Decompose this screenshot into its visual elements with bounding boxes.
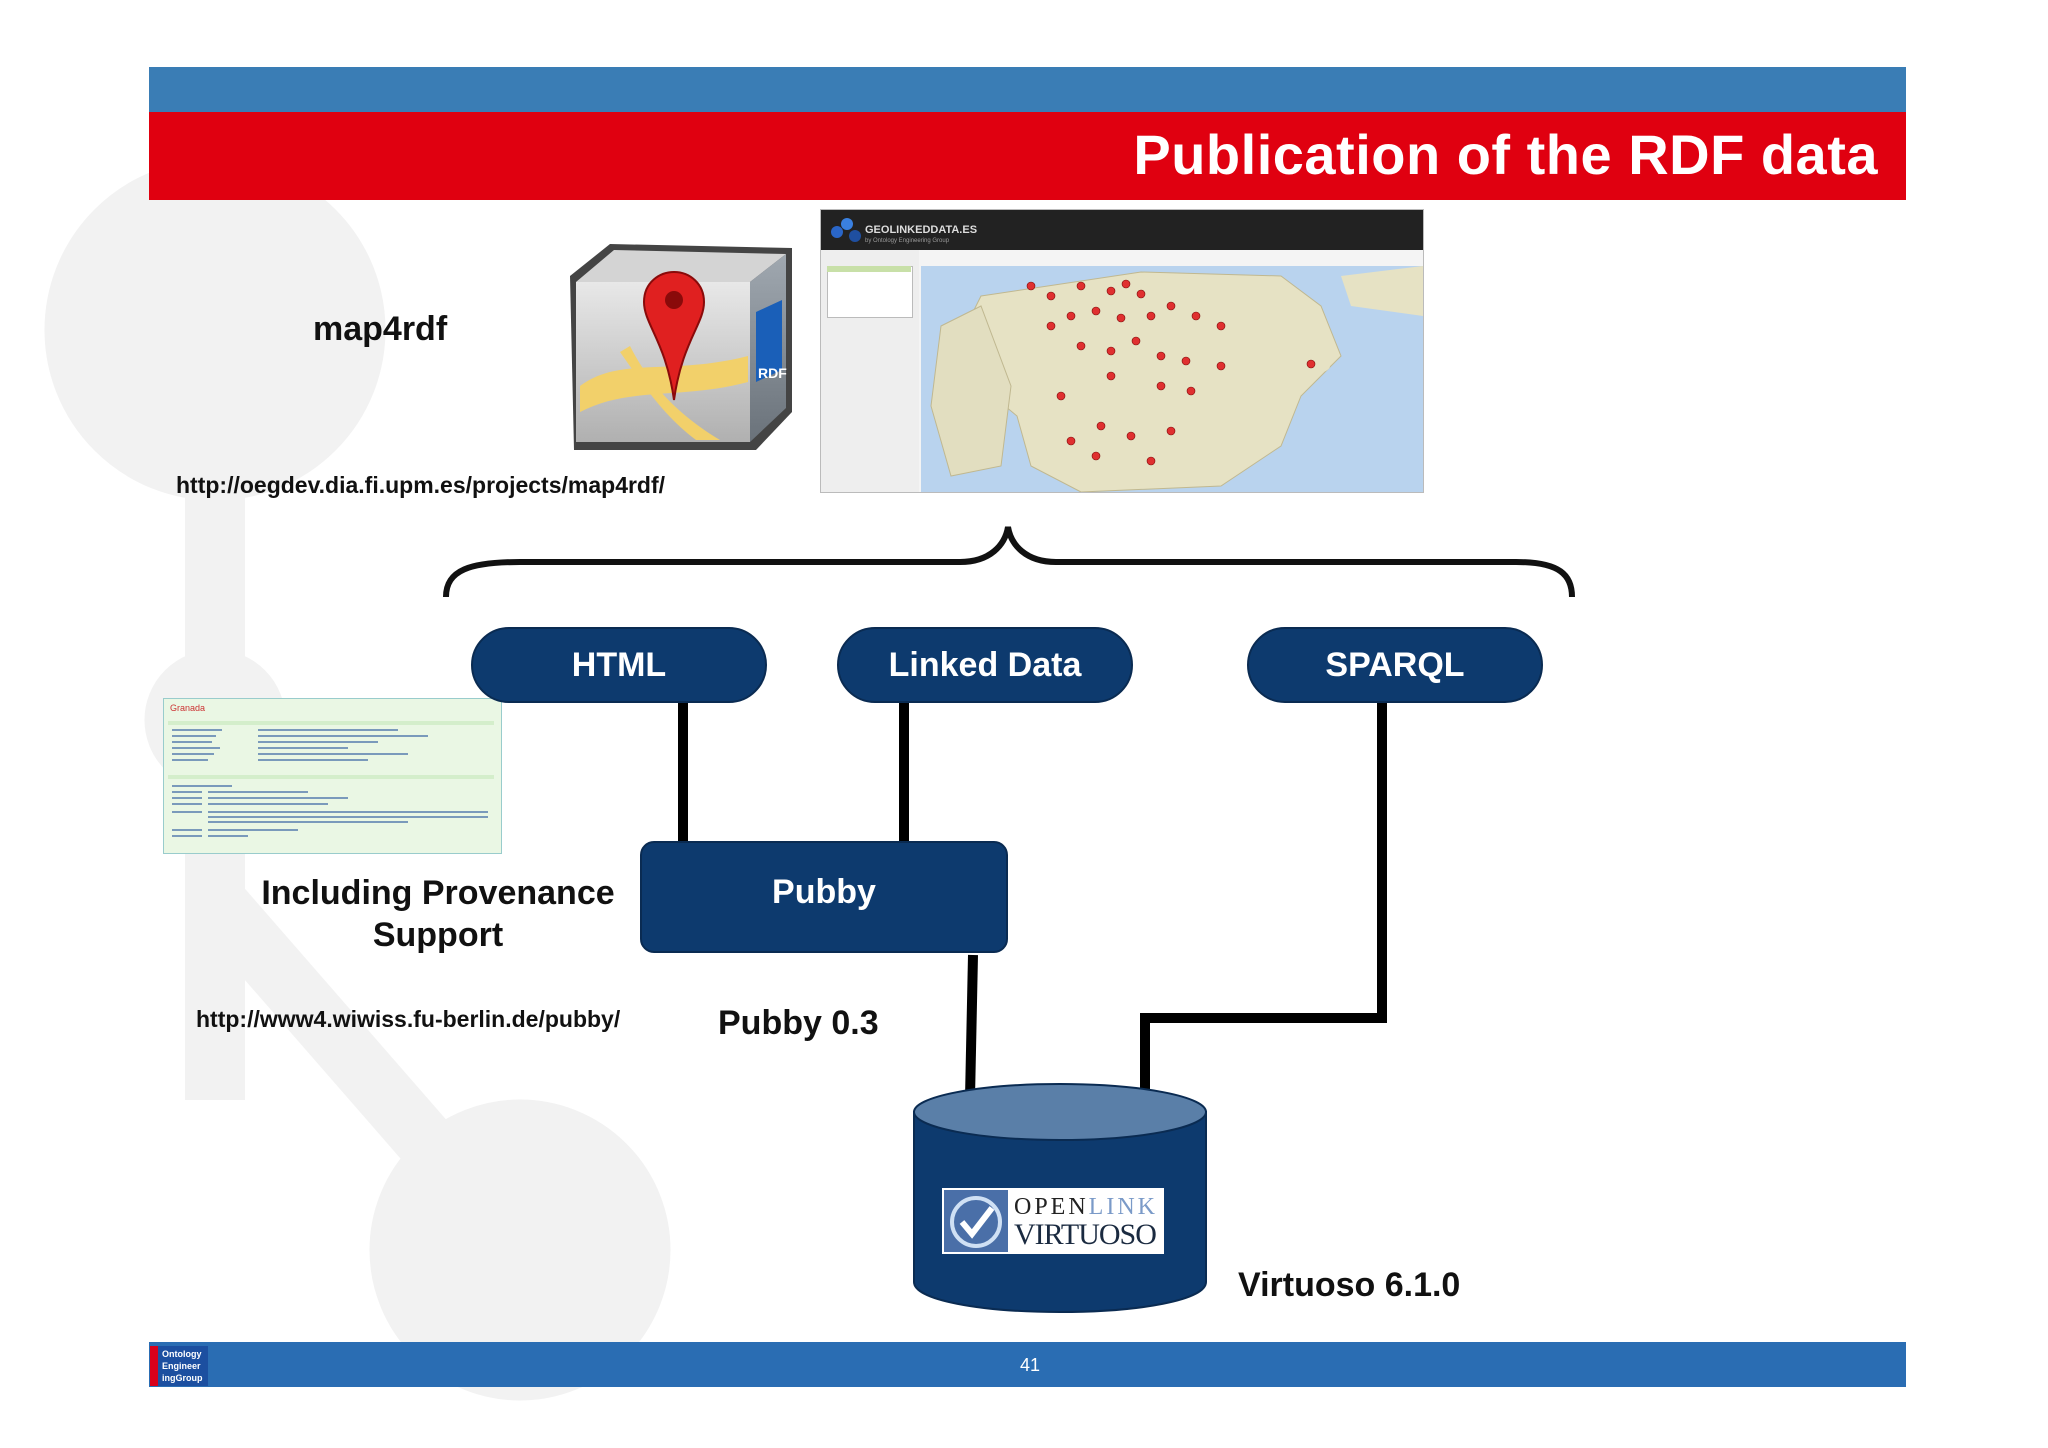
- map4rdf-cube-icon: RDF: [570, 244, 792, 450]
- oeg-logo-line3: ingGroup: [162, 1373, 203, 1383]
- spain-map[interactable]: [921, 266, 1423, 492]
- virtuoso-version-label: Virtuoso 6.1.0: [1238, 1266, 1461, 1304]
- page-number: 41: [1020, 1355, 1041, 1375]
- facets-panel: [821, 250, 919, 492]
- sparql-interface-node: SPARQL: [1247, 627, 1543, 703]
- footer-bar: [149, 1342, 1906, 1387]
- oeg-logo-line2: Engineer: [162, 1361, 201, 1371]
- geolinkeddata-logo-icon: [831, 218, 861, 242]
- pubby-url-link[interactable]: http://www4.wiwiss.fu-berlin.de/pubby/: [196, 1006, 621, 1032]
- geolinkeddata-screenshot: GEOLINKEDDATA.ES by Ontology Engineering…: [820, 209, 1424, 493]
- geolinkeddata-subtitle: by Ontology Engineering Group: [865, 238, 950, 244]
- provenance-page-screenshot: Granada: [163, 698, 502, 854]
- rdf-icon-lettering: RDF: [758, 365, 787, 381]
- header-top-band: [149, 67, 1906, 112]
- virtuoso-logo-line1: OPENLINK: [1014, 1194, 1158, 1220]
- provenance-table-graphic: [168, 721, 494, 837]
- html-interface-node: HTML: [471, 627, 767, 703]
- pubby-version-label: Pubby 0.3: [718, 1004, 879, 1042]
- virtuoso-database-cylinder: [913, 1083, 1207, 1314]
- oeg-logo: Ontology Engineer ingGroup: [150, 1346, 208, 1386]
- virtuoso-logo-line2: VIRTUOSO: [1014, 1218, 1157, 1251]
- oeg-logo-line1: Ontology: [162, 1349, 202, 1359]
- virtuoso-checkmark-icon: [944, 1190, 1008, 1252]
- spain-map-graphic: [930, 266, 1423, 492]
- provenance-screenshot-title: Granada: [170, 703, 206, 713]
- map4rdf-url-link[interactable]: http://oegdev.dia.fi.upm.es/projects/map…: [176, 472, 666, 498]
- slide-title: Publication of the RDF data: [1133, 123, 1878, 186]
- title-bar: [149, 112, 1906, 200]
- provenance-label: Including Provenance Support: [261, 874, 615, 954]
- pubby-node-label: Pubby: [772, 873, 876, 911]
- map4rdf-label: map4rdf: [313, 310, 448, 348]
- openlink-virtuoso-logo: OPENLINK VIRTUOSO: [942, 1188, 1164, 1254]
- linked-data-interface-node: Linked Data: [837, 627, 1133, 703]
- geolinkeddata-header: GEOLINKEDDATA.ES by Ontology Engineering…: [821, 210, 1423, 250]
- pubby-node: Pubby: [640, 841, 1008, 953]
- geolinkeddata-brand: GEOLINKEDDATA.ES: [865, 224, 978, 236]
